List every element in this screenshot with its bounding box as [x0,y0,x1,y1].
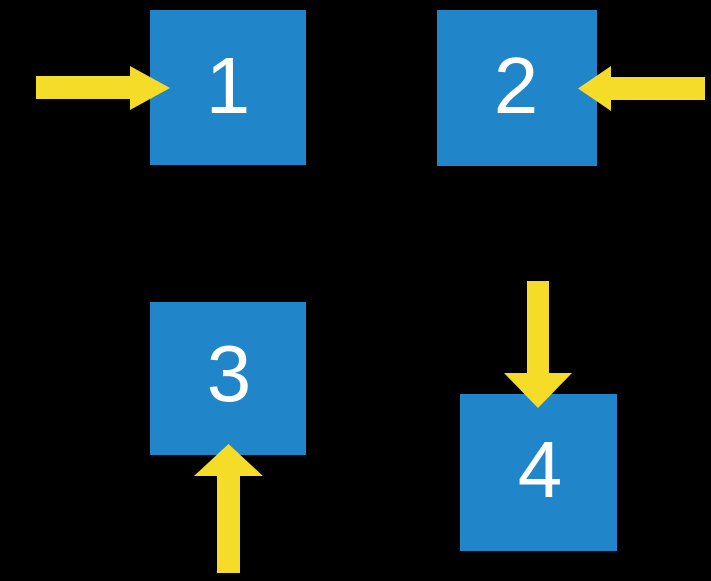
node-label-4: 4 [517,425,563,514]
arrow-left-into-box-2-icon [578,66,705,111]
node-box-4[interactable] [460,394,617,551]
arrow-up-into-box-3-icon [194,444,263,573]
node-label-3: 3 [206,329,252,418]
node-label-2: 2 [493,41,539,130]
node-label-1: 1 [205,41,251,130]
node-box-1[interactable] [150,10,306,165]
arrow-right-into-box-1-icon [36,66,170,110]
node-box-3[interactable] [150,302,306,455]
arrow-down-into-box-4-icon [504,281,572,408]
node-box-2[interactable] [437,10,597,166]
